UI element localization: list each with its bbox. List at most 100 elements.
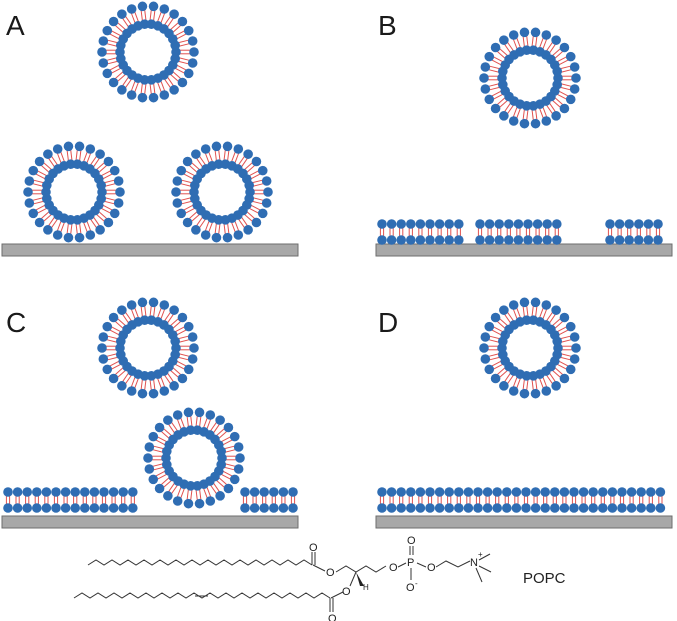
lipid-head-bottom xyxy=(492,503,503,513)
lipid-head-top xyxy=(269,487,279,497)
lipid-head-outer xyxy=(187,58,198,68)
lipid-head-outer xyxy=(480,354,491,364)
lipid-tail xyxy=(493,364,503,370)
lipid-head-outer xyxy=(52,230,63,240)
lipid-head-top xyxy=(634,219,644,229)
lipid-head-outer xyxy=(113,176,124,186)
lipid-head-outer xyxy=(261,198,272,208)
lipid-head-bottom xyxy=(463,503,474,513)
p-o-bond-right xyxy=(416,562,427,568)
lipid-head-outer xyxy=(229,431,240,442)
lipid-head-outer xyxy=(148,1,159,12)
lipid-tail xyxy=(512,107,518,117)
lipid-head-outer xyxy=(251,156,262,167)
lipid-tail xyxy=(252,179,263,184)
lipid-head-outer xyxy=(233,144,244,154)
lipid-tail xyxy=(238,156,245,165)
methyl-2 xyxy=(475,567,483,583)
lipid-head-outer xyxy=(28,165,39,176)
lipid-tail xyxy=(504,314,511,323)
lipid-head-outer xyxy=(222,141,233,152)
lipid-tail xyxy=(250,173,261,180)
vesicle-d-free xyxy=(479,297,581,399)
lipid-head-outer xyxy=(490,312,501,323)
lipid-head-bottom xyxy=(51,503,61,513)
lipid-head-outer xyxy=(569,84,580,94)
lipid-tail xyxy=(552,48,561,56)
lipid-tail xyxy=(252,200,263,205)
lipid-head-outer xyxy=(480,84,491,94)
lipid-head-outer xyxy=(117,9,127,19)
lipid-tail xyxy=(83,151,88,162)
ester-oxygen-bottom: O xyxy=(342,586,351,598)
lipid-head-outer xyxy=(154,422,165,433)
lipid-head-top xyxy=(607,487,618,497)
lipid-head-outer xyxy=(187,332,198,342)
lipid-head-top xyxy=(653,219,663,229)
lipid-head-bottom xyxy=(550,503,560,513)
lipid-tail xyxy=(539,37,544,48)
lipid-head-outer xyxy=(137,1,148,12)
vesicle-a-adsorbed-left xyxy=(23,141,125,243)
lipid-head-bottom xyxy=(605,235,615,245)
lipid-tail xyxy=(167,314,174,323)
lipid-tail xyxy=(546,312,553,321)
lipid-head-top xyxy=(655,487,666,497)
lipid-tail xyxy=(134,378,139,389)
lipid-head-bottom xyxy=(523,235,533,245)
lipid-head-outer xyxy=(490,373,501,384)
lipid-head-outer xyxy=(211,232,222,243)
lipid-tail xyxy=(56,153,62,163)
lipid-tail xyxy=(111,326,121,332)
lipid-head-outer xyxy=(148,388,159,399)
lipid-tail xyxy=(522,306,525,317)
lipid-head-outer xyxy=(551,305,561,315)
lipid-tail xyxy=(98,165,107,173)
lipid-tail xyxy=(546,105,553,114)
lipid-tail xyxy=(189,165,198,173)
lipid-tail xyxy=(238,219,245,228)
lipid-head-outer xyxy=(490,103,501,114)
lipid-head-bottom xyxy=(521,503,531,513)
lipid-tail xyxy=(195,416,198,427)
lipid-head-outer xyxy=(169,305,179,315)
lipid-tail xyxy=(35,204,46,211)
lipid-tail xyxy=(218,150,221,161)
lipid-head-inner xyxy=(213,159,224,170)
lipid-tail xyxy=(161,431,170,439)
lipid-tail xyxy=(35,173,46,180)
glycerol-branch xyxy=(349,571,357,587)
lipid-head-outer xyxy=(183,321,194,332)
lipid-tail xyxy=(107,356,118,361)
lipid-head-top xyxy=(550,487,560,497)
lipid-head-bottom xyxy=(532,235,543,245)
lipid-tail xyxy=(203,488,208,499)
lipid-tail xyxy=(542,39,548,49)
lipid-head-outer xyxy=(102,25,113,36)
methyl-3 xyxy=(478,565,492,573)
lipid-tail xyxy=(125,16,132,25)
lipid-head-inner xyxy=(216,446,226,457)
lipid-tail xyxy=(111,364,121,370)
lipid-head-outer xyxy=(172,198,183,208)
lipid-tail xyxy=(554,51,563,59)
lipid-tail xyxy=(175,364,185,370)
lipid-head-outer xyxy=(102,68,113,79)
lipid-tail xyxy=(163,428,172,436)
lipid-tail xyxy=(117,370,126,378)
lipid-head-bottom xyxy=(406,503,416,513)
molecule-name: POPC xyxy=(523,570,566,587)
lipid-tail xyxy=(190,489,193,500)
lipid-tail xyxy=(37,208,47,214)
vesicle-a-free xyxy=(97,1,199,103)
lipid-tail xyxy=(153,445,164,450)
lipid-tail xyxy=(32,197,43,201)
lipid-tail xyxy=(101,170,111,176)
lipid-tail xyxy=(117,74,126,82)
lipid-tail xyxy=(178,335,189,340)
lipid-tail xyxy=(175,30,185,36)
lipid-tail xyxy=(552,100,561,108)
lipid-tail xyxy=(160,309,166,319)
lipid-head-top xyxy=(559,487,570,497)
